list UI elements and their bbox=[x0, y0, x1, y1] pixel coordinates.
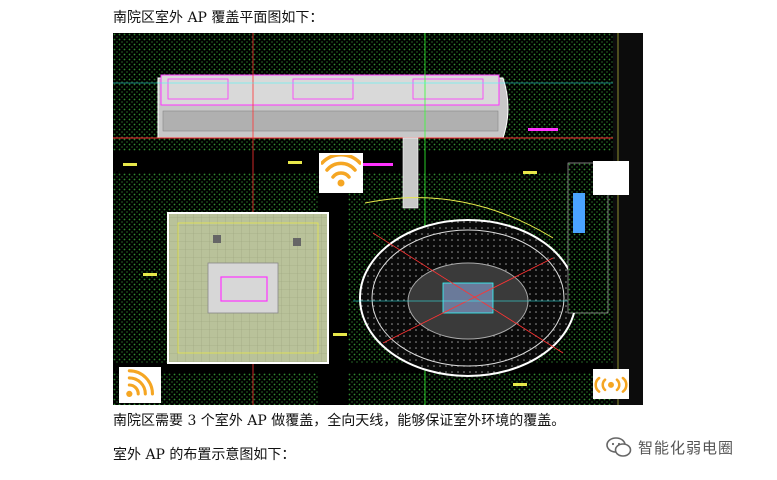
blank-marker bbox=[593, 161, 629, 195]
wifi-icon bbox=[126, 369, 154, 397]
ap-marker-southeast bbox=[593, 369, 629, 399]
watermark-text: 智能化弱电圈 bbox=[638, 438, 735, 457]
subheading-text: 室外 AP 的布置示意图如下： bbox=[113, 447, 296, 463]
ap-marker-southwest bbox=[119, 367, 161, 403]
watermark: 智能化弱电圈 bbox=[606, 436, 734, 458]
description-text: 南院区需要 3 个室外 AP 做覆盖，全向天线，能够保证室外环境的覆盖。 bbox=[113, 413, 566, 429]
floor-plan-image bbox=[113, 33, 643, 405]
wifi-icon bbox=[321, 155, 361, 187]
wechat-icon bbox=[606, 437, 632, 457]
heading-text: 南院区室外 AP 覆盖平面图如下： bbox=[113, 10, 324, 26]
cad-drawing bbox=[113, 33, 643, 405]
ap-marker-north bbox=[319, 153, 363, 193]
wifi-icon bbox=[594, 376, 628, 393]
